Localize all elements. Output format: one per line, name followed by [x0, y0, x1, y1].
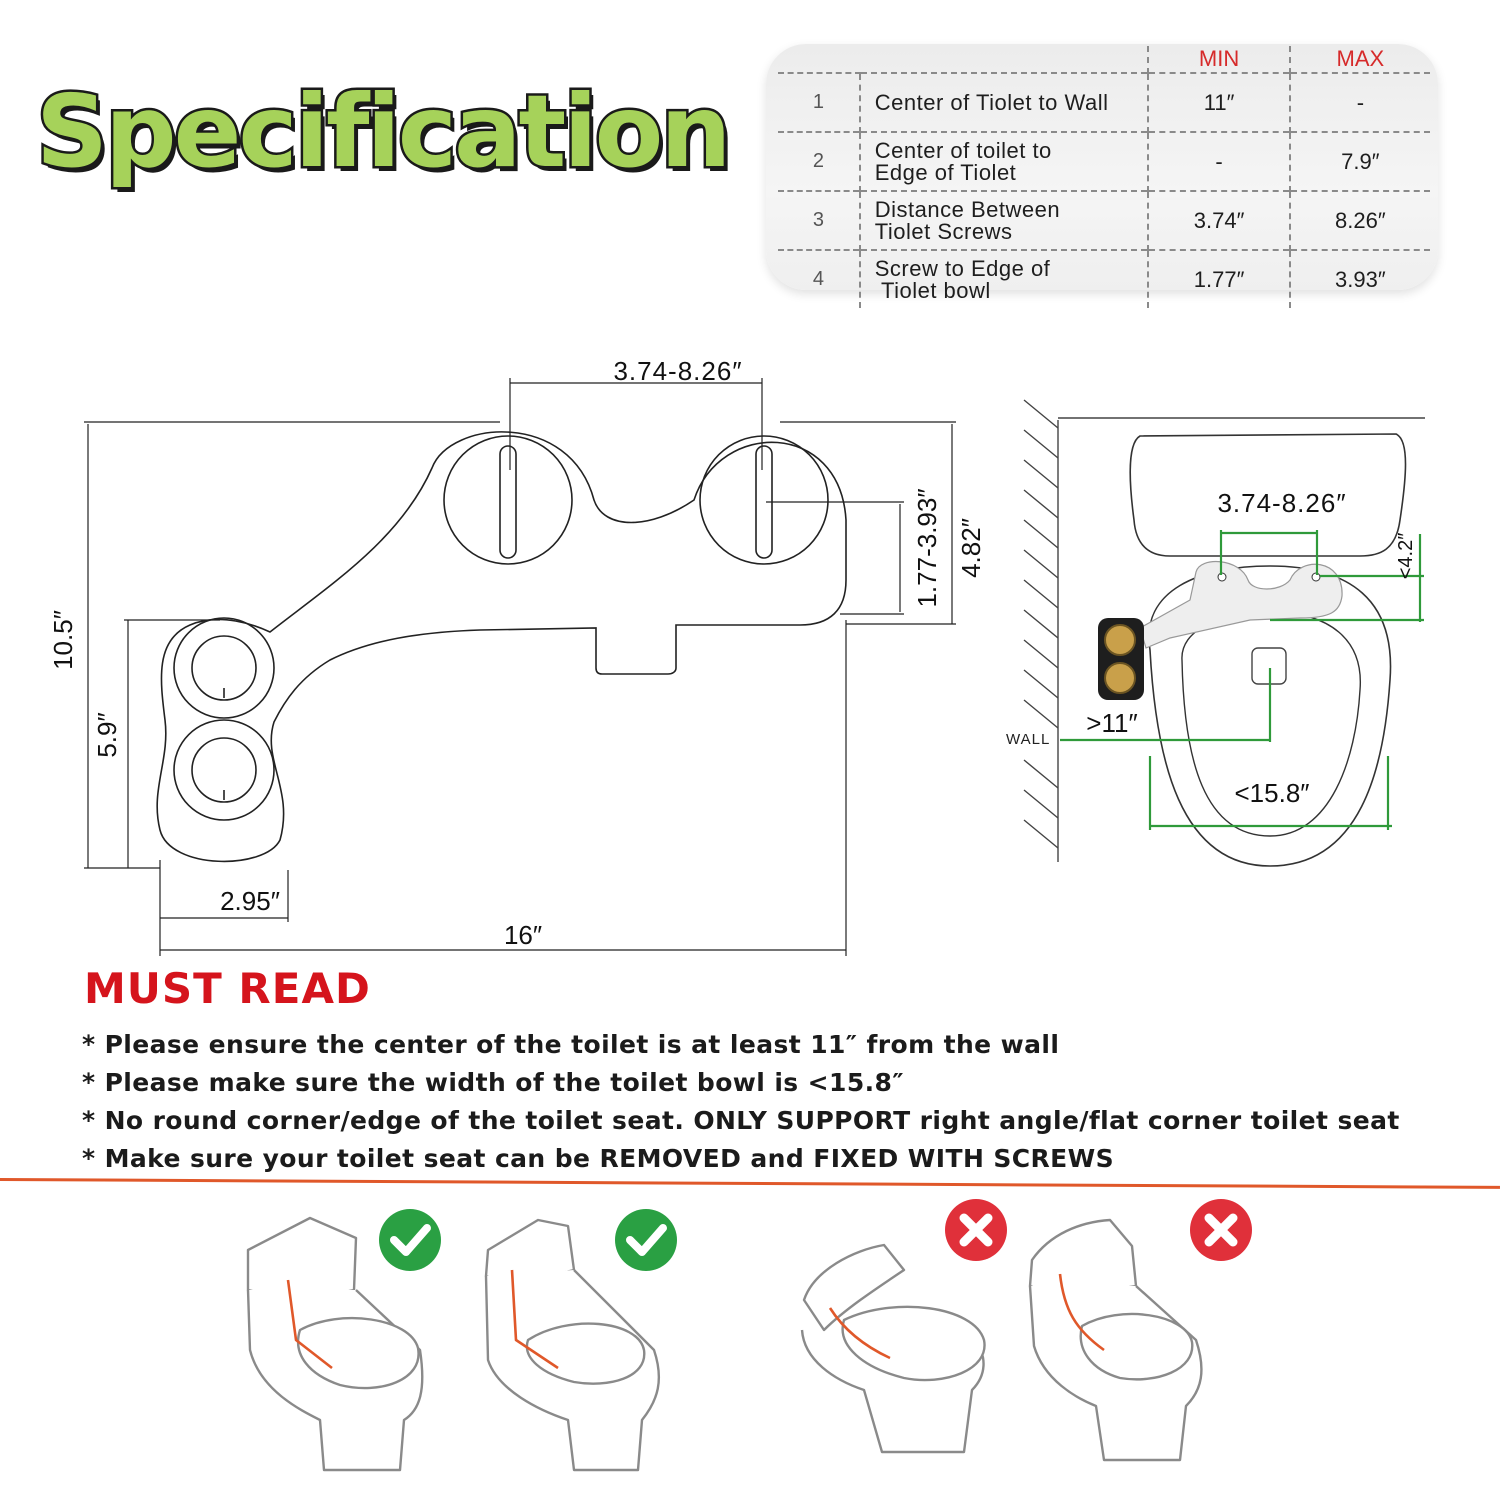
- wall-distance-label: >11″: [1086, 708, 1137, 738]
- toilet-seat: [841, 1305, 986, 1382]
- toilet-seat: [297, 1316, 420, 1390]
- seat-edge-highlight: [510, 1269, 559, 1370]
- row-min: 3.74″: [1147, 190, 1290, 250]
- row-max: -: [1288, 72, 1430, 132]
- min-header: MIN: [1147, 46, 1290, 73]
- row-label-line: Screw to Edge of: [874, 255, 1051, 281]
- row-label-line: Center of toilet to: [874, 137, 1052, 163]
- bidet-outline: [156, 431, 847, 863]
- toilet-seat: [525, 1322, 646, 1385]
- toilet-illustration-supported: [484, 1218, 661, 1472]
- dimension-diagram: 3.74-8.26″ 10.5″ 5.9″ 1.77-3.93″ 4.82″ 2…: [48, 356, 1425, 956]
- seat-compatibility-illustrations: [246, 1199, 1252, 1472]
- page-title: Specification: [34, 73, 734, 190]
- row-max: 7.9″: [1288, 131, 1430, 191]
- screw-plate-left: [443, 435, 573, 565]
- spec-row-1: 1 Center of Tiolet to Wall 11″ -: [778, 72, 1430, 132]
- spec-table-card: MIN MAX 1 Center of Tiolet to Wall 11″ -…: [766, 44, 1438, 308]
- row-label-line: Center of Tiolet to Wall: [874, 89, 1109, 115]
- seat-edge-highlight: [828, 1307, 891, 1360]
- toilet-illustration-supported: [246, 1216, 424, 1472]
- plate-height-label: 4.82″: [956, 518, 986, 578]
- screw-plate-right: [699, 435, 829, 565]
- install-edge-label: <4.2″: [1395, 533, 1417, 580]
- knob-outer-top: [173, 617, 275, 719]
- must-read-item: * Please make sure the width of the toil…: [82, 1068, 904, 1097]
- bidet-mounted: [1139, 560, 1343, 649]
- bidet-knob-bottom: [1104, 662, 1136, 694]
- must-read-item: * Make sure your toilet seat can be REMO…: [82, 1144, 1115, 1173]
- bidet-knob-top: [1104, 624, 1136, 656]
- toilet-tank: [246, 1216, 358, 1304]
- knob-inner-top: [191, 635, 257, 701]
- total-width-label: 16″: [504, 920, 542, 950]
- row-label-line: Tiolet bowl: [874, 277, 991, 303]
- row-label-line: Distance Between: [874, 196, 1061, 222]
- must-read-item: * Please ensure the center of the toilet…: [82, 1030, 1060, 1059]
- bowl-width-label: <15.8″: [1235, 778, 1310, 808]
- bidet-plate-outline: [156, 431, 847, 863]
- knob-height-label: 5.9″: [92, 712, 122, 757]
- check-icon: [379, 1209, 441, 1271]
- row-number: 3: [778, 190, 860, 250]
- spec-row-4: 4 Screw to Edge of Tiolet bowl 1.77″ 3.9…: [778, 249, 1430, 308]
- spec-header-row: MIN MAX: [778, 46, 1430, 73]
- row-label: Center of Tiolet to Wall: [858, 72, 1149, 132]
- wall-hatch: [1023, 399, 1425, 862]
- total-height-label: 10.5″: [48, 610, 78, 670]
- toilet-tank: [1129, 433, 1407, 557]
- cross-icon: [945, 1199, 1007, 1261]
- knob-inner-bottom: [191, 737, 257, 803]
- install-dimension-lines: [1060, 530, 1424, 830]
- must-read-heading: MUST READ: [84, 964, 371, 1013]
- row-number: 4: [778, 249, 860, 308]
- screw-spacing-label: 3.74-8.26″: [613, 356, 742, 386]
- row-min: 1.77″: [1147, 249, 1290, 308]
- install-view: 3.74-8.26″ <4.2″ WALL >11″ <15.8″: [1006, 399, 1425, 867]
- screw-edge-label: 1.77-3.93″: [912, 488, 942, 607]
- row-max: 3.93″: [1288, 249, 1430, 308]
- row-max: 8.26″: [1288, 190, 1430, 250]
- row-min: -: [1147, 131, 1290, 191]
- screw-slot-left: [499, 445, 517, 559]
- row-label-line: Tiolet Screws: [874, 218, 1013, 244]
- cross-icon: [1190, 1199, 1252, 1261]
- knob-width-label: 2.95″: [220, 886, 280, 916]
- dimension-lines: [84, 378, 956, 956]
- knob-outer-bottom: [173, 719, 275, 821]
- toilet-seat: [1079, 1312, 1194, 1381]
- row-number: 2: [778, 131, 860, 191]
- check-icon: [615, 1209, 677, 1271]
- row-min: 11″: [1147, 72, 1290, 132]
- seat-edge-highlight: [286, 1279, 333, 1370]
- row-number: 1: [778, 72, 860, 132]
- max-header: MAX: [1288, 46, 1430, 73]
- install-screw-spacing-label: 3.74-8.26″: [1217, 488, 1346, 518]
- row-label-line: Edge of Tiolet: [874, 159, 1017, 185]
- toilet-illustration-unsupported: [1028, 1218, 1203, 1462]
- row-label: Screw to Edge of Tiolet bowl: [858, 249, 1149, 308]
- section-divider: [0, 1178, 1500, 1189]
- must-read-list: * Please ensure the center of the toilet…: [82, 1026, 1400, 1178]
- spec-table: MIN MAX 1 Center of Tiolet to Wall 11″ -…: [778, 46, 1430, 308]
- toilet-illustration-unsupported: [800, 1243, 986, 1454]
- wall-label: WALL: [1006, 731, 1050, 748]
- must-read-item: * No round corner/edge of the toilet sea…: [82, 1106, 1400, 1135]
- seat-edge-highlight: [1058, 1273, 1105, 1352]
